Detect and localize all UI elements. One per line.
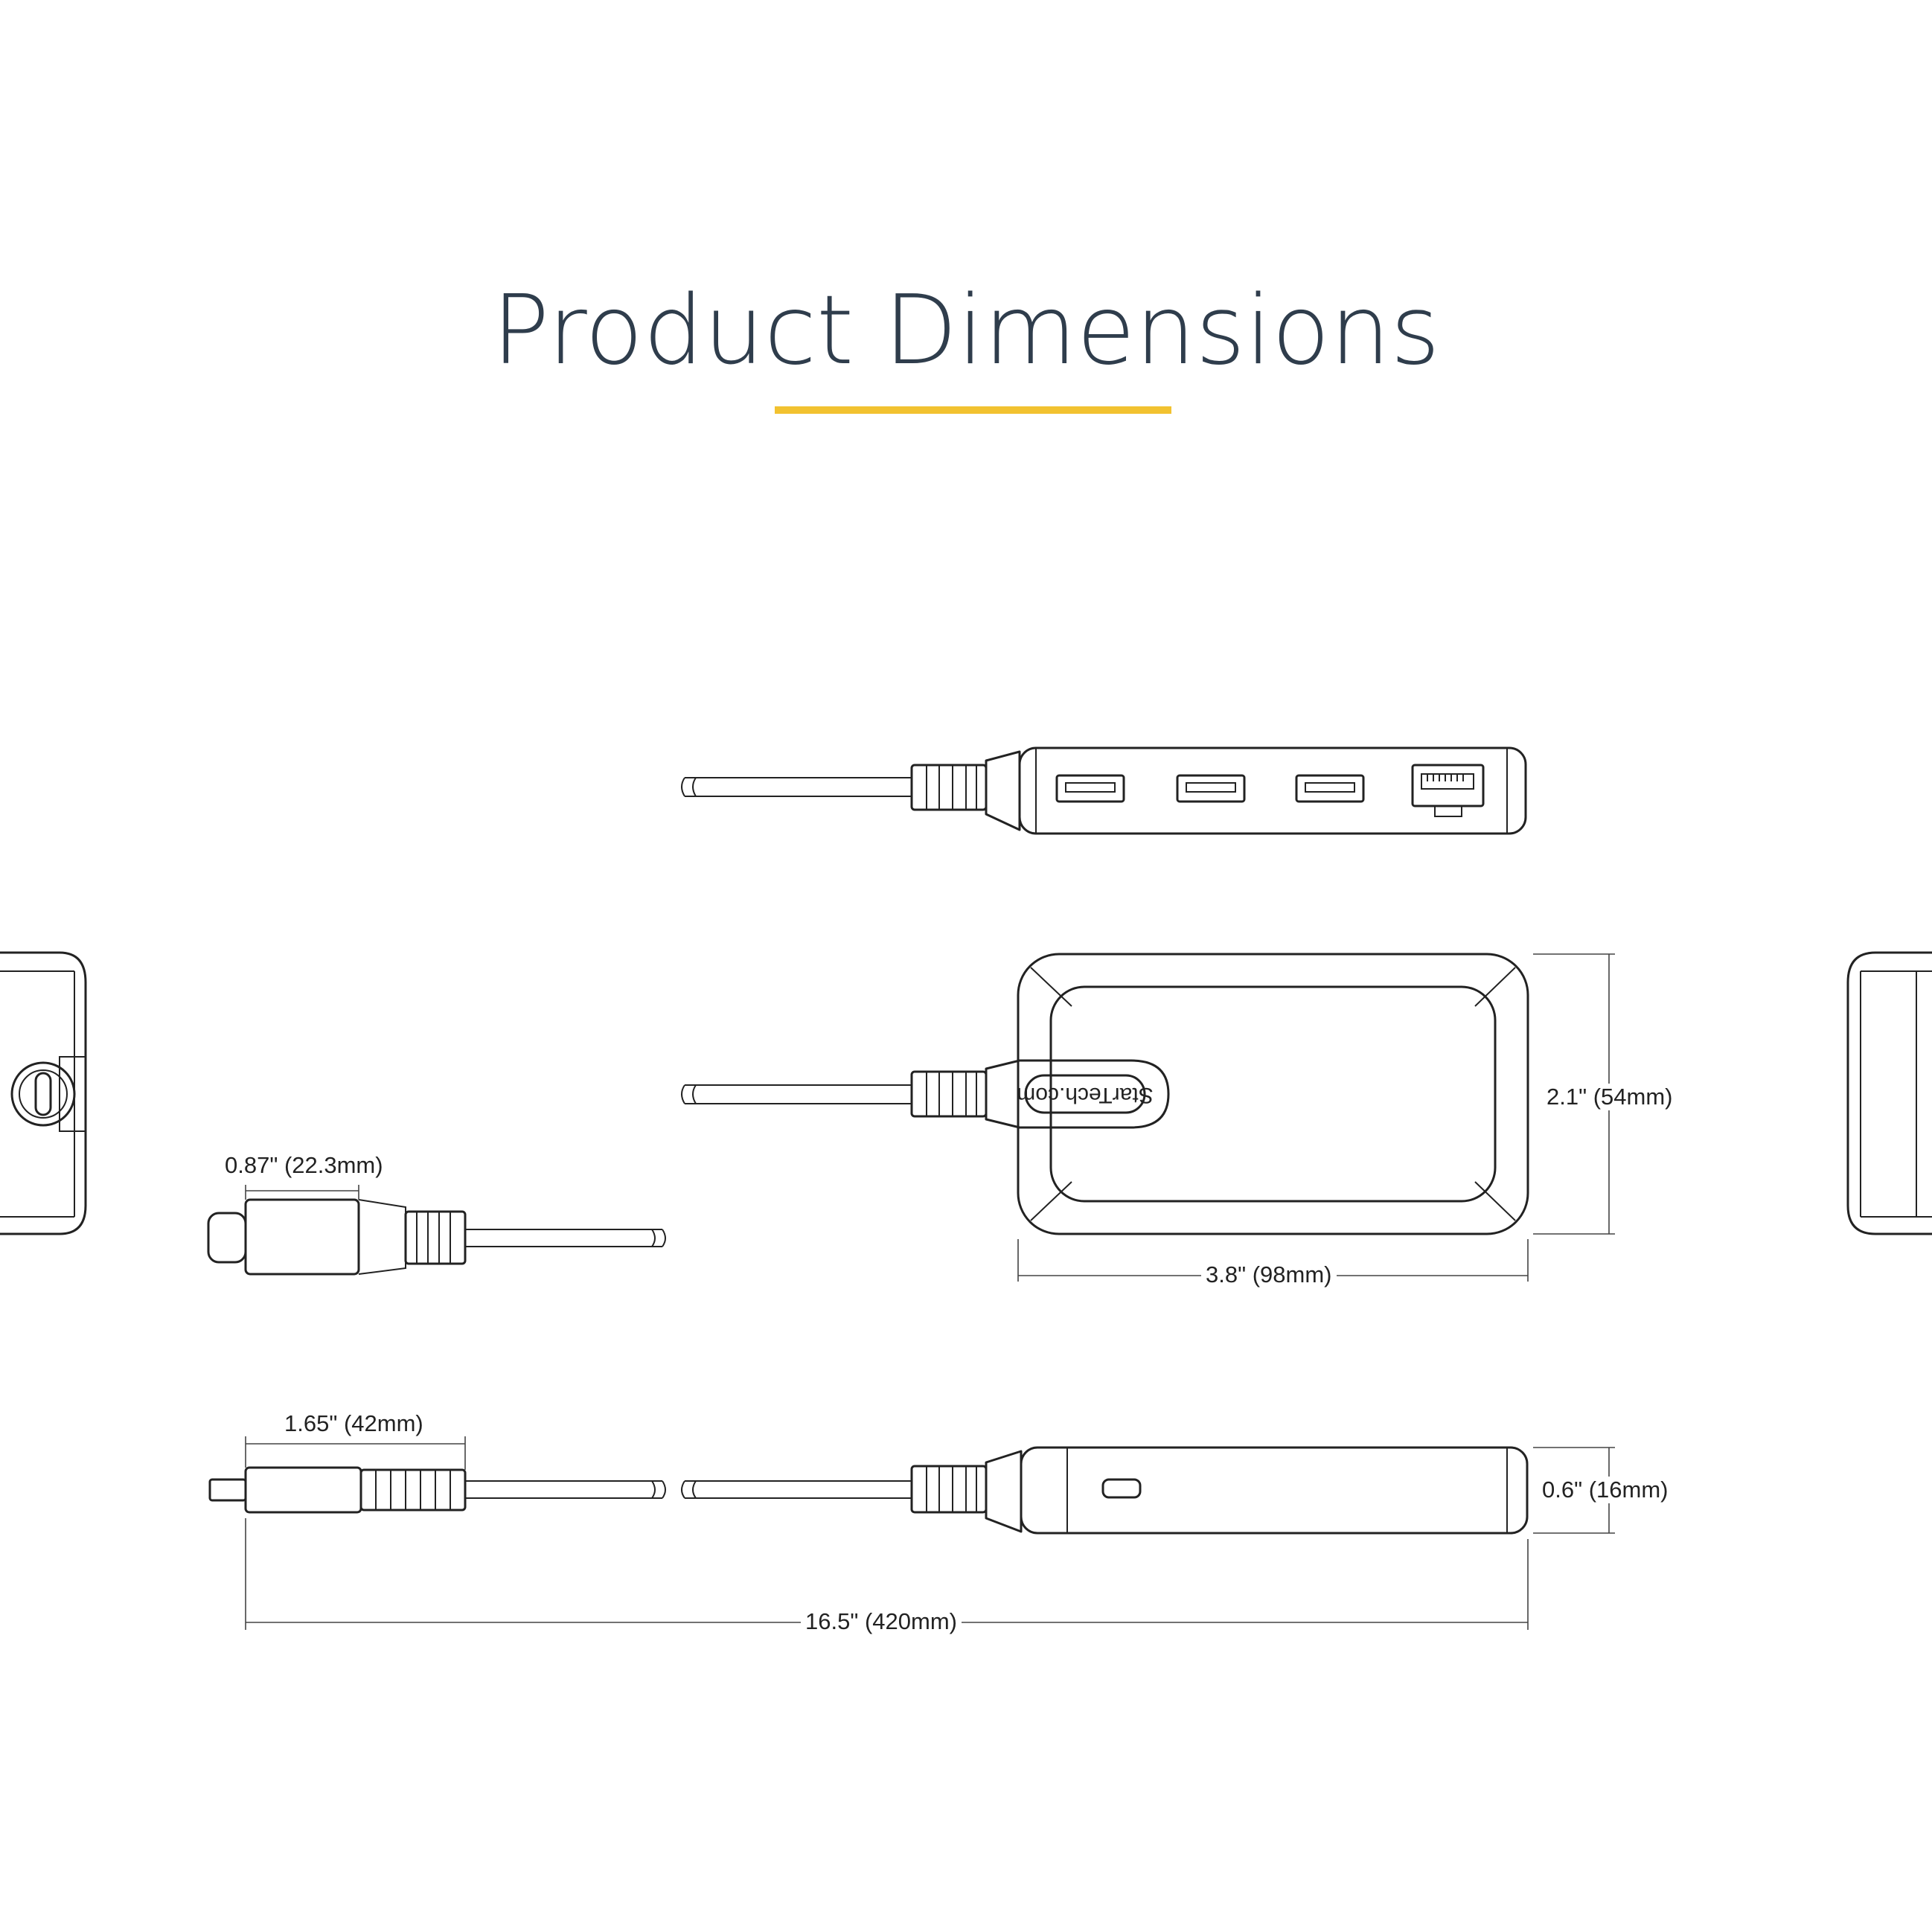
label-hub-width: 2.1" (54mm) (1542, 1084, 1677, 1110)
label-connector-width: 0.87" (22.3mm) (220, 1152, 388, 1179)
dimension-connector-length (245, 1436, 466, 1470)
usb-c-connector-view (207, 1198, 666, 1276)
side-view-cable (208, 1446, 1529, 1535)
top-view-hub (681, 746, 1527, 835)
usb-port-1 (1055, 774, 1125, 803)
left-end-view (0, 951, 87, 1235)
label-hub-length: 3.8" (98mm) (1201, 1261, 1337, 1288)
brand-logo: StarTech.com (1017, 1083, 1153, 1107)
usb-port-3 (1295, 774, 1365, 803)
label-hub-height: 0.6" (16mm) (1538, 1477, 1673, 1503)
micro-usb-port (1101, 1478, 1142, 1499)
right-end-view (1846, 951, 1932, 1235)
usb-port-2 (1176, 774, 1246, 803)
dimension-connector-width (245, 1185, 359, 1200)
title-underline (775, 406, 1171, 414)
label-total-length: 16.5" (420mm) (801, 1608, 962, 1635)
ethernet-port (1411, 764, 1485, 817)
page-title: Product Dimensions (492, 275, 1440, 386)
label-connector-length: 1.65" (42mm) (280, 1410, 428, 1437)
front-view-hub: StarTech.com (681, 953, 1529, 1235)
